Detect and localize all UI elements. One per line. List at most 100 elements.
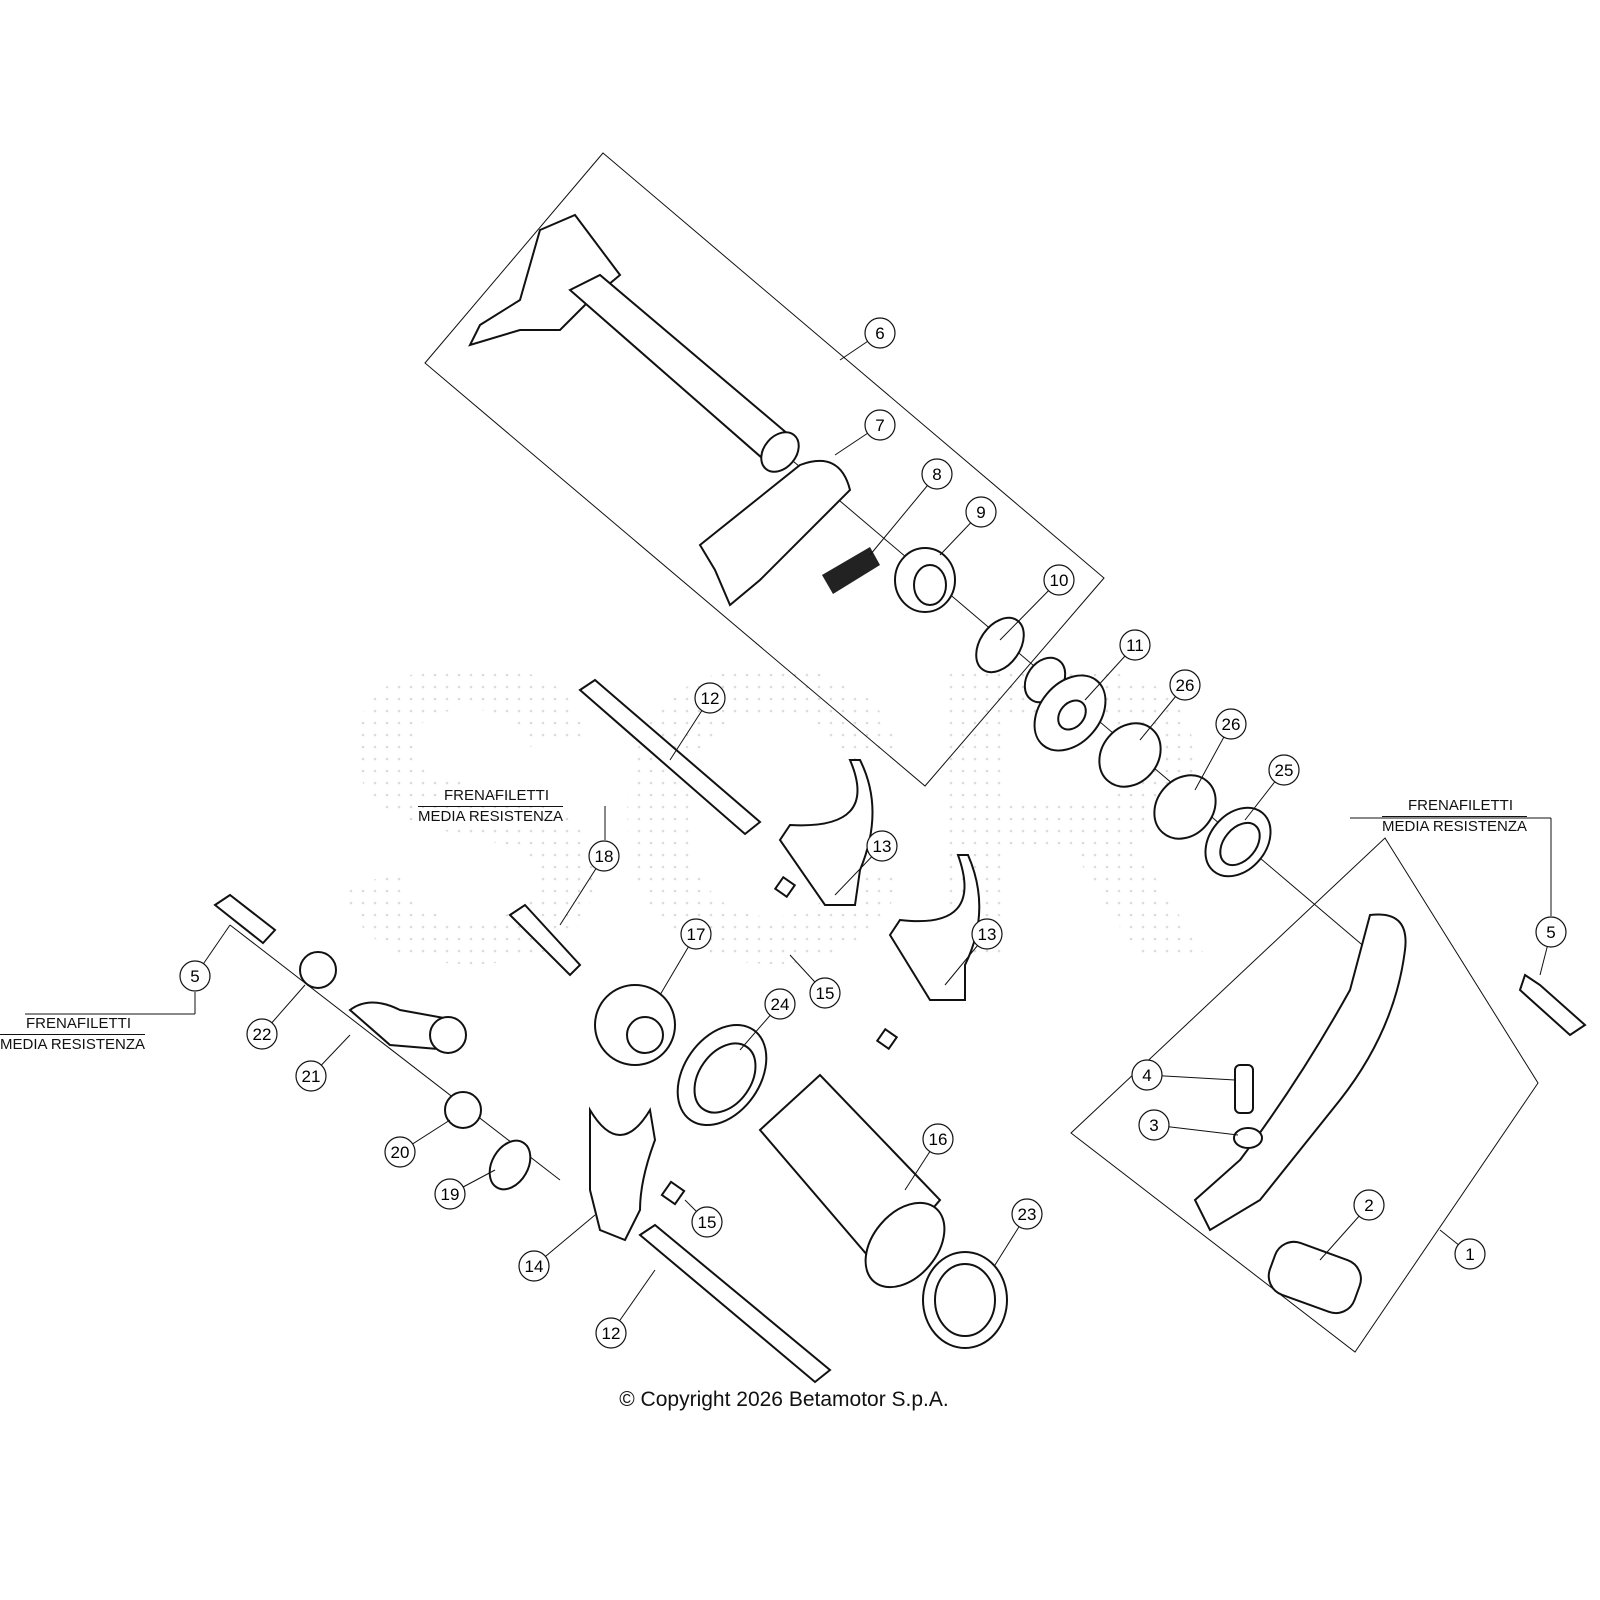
- callout-circle: [691, 1206, 723, 1238]
- callout-circle: [588, 840, 620, 872]
- note-line2: MEDIA RESISTENZA: [1382, 818, 1528, 835]
- callout-number: 13: [873, 837, 892, 856]
- callout-number: 20: [391, 1143, 410, 1162]
- callout-circle: [1169, 669, 1201, 701]
- callout-number: 4: [1142, 1066, 1151, 1085]
- callout-circle: [518, 1250, 550, 1282]
- callout-25: 25: [1244, 754, 1300, 821]
- callout-number: 11: [1126, 636, 1144, 655]
- spring-part: [822, 547, 880, 594]
- callout-13: 13: [944, 918, 1003, 986]
- callout-number: 5: [190, 967, 199, 986]
- pin-part: [1234, 1064, 1254, 1114]
- callout-circle: [965, 496, 997, 528]
- callout-14: 14: [518, 1214, 596, 1282]
- screw-part: [508, 903, 582, 977]
- callout-1: 1: [1439, 1229, 1486, 1270]
- callout-number: 1: [1465, 1245, 1474, 1264]
- callout-number: 21: [302, 1067, 321, 1086]
- callout-circle: [866, 830, 898, 862]
- callout-2: 2: [1319, 1189, 1385, 1261]
- callout-circle: [921, 458, 953, 490]
- callout-circle: [295, 1060, 327, 1092]
- note-line2: MEDIA RESISTENZA: [418, 808, 564, 825]
- callout-19: 19: [434, 1169, 496, 1210]
- callout-number: 16: [929, 1130, 948, 1149]
- callout-circle: [1353, 1189, 1385, 1221]
- callout-16: 16: [904, 1123, 954, 1191]
- callout-circle: [434, 1178, 466, 1210]
- callout-number: 8: [932, 465, 941, 484]
- svg-text:SCR: SCR: [330, 581, 1217, 1050]
- bolt-part: [213, 893, 277, 945]
- assembly-box-pedal: [1070, 837, 1539, 1353]
- return-spring-part: [975, 616, 1025, 674]
- note-line1: FRENAFILETTI: [418, 786, 564, 807]
- shift-shaft-part: [468, 213, 800, 473]
- callout-number: 25: [1275, 761, 1294, 780]
- callout-8: 8: [869, 458, 953, 556]
- callout-number: 18: [595, 847, 614, 866]
- callout-circle: [384, 1136, 416, 1168]
- callout-circle: [1138, 1109, 1170, 1141]
- callout-18: 18: [559, 840, 620, 926]
- callouts: 6789101126262512181313171524162315141252…: [25, 317, 1567, 1349]
- callout-11: 11: [1084, 629, 1151, 701]
- watermark: SCR: [330, 581, 1217, 1050]
- callout-number: 26: [1222, 715, 1241, 734]
- note-line1: FRENAFILETTI: [1382, 796, 1528, 817]
- callout-26: 26: [1139, 669, 1201, 741]
- fork-rod-part: [578, 678, 762, 836]
- callout-4: 4: [1131, 1059, 1236, 1091]
- callout-number: 15: [816, 984, 835, 1003]
- callout-number: 10: [1050, 571, 1069, 590]
- callout-5: 5: [1535, 916, 1567, 976]
- callout-26: 26: [1194, 708, 1247, 791]
- threadlock-note: FRENAFILETTI MEDIA RESISTENZA: [0, 1014, 146, 1055]
- bolt-part: [1518, 973, 1587, 1037]
- parts: [213, 213, 1587, 1384]
- callout-number: 14: [525, 1257, 544, 1276]
- callout-number: 15: [698, 1213, 717, 1232]
- callout-17: 17: [659, 918, 712, 996]
- callout-number: 19: [441, 1185, 460, 1204]
- callout-15: 15: [684, 1199, 723, 1238]
- callout-21: 21: [295, 1034, 351, 1092]
- needle-bearing-part: [1098, 722, 1162, 788]
- callout-number: 12: [701, 689, 720, 708]
- note-line2: MEDIA RESISTENZA: [0, 1036, 146, 1053]
- callout-circle: [1119, 629, 1151, 661]
- callout-12: 12: [595, 1269, 656, 1349]
- callout-circle: [595, 1317, 627, 1349]
- callout-number: 23: [1018, 1205, 1037, 1224]
- callout-circle: [1268, 754, 1300, 786]
- callout-number: 17: [687, 925, 706, 944]
- callout-number: 12: [602, 1324, 621, 1343]
- callout-7: 7: [834, 409, 896, 456]
- callout-circle: [864, 409, 896, 441]
- callout-number: 24: [771, 995, 790, 1014]
- callout-number: 6: [875, 324, 884, 343]
- callout-circle: [1454, 1238, 1486, 1270]
- note-line1: FRENAFILETTI: [0, 1014, 146, 1035]
- callout-circle: [809, 977, 841, 1009]
- callout-number: 13: [978, 925, 997, 944]
- pedal-tip-part: [1267, 1240, 1362, 1315]
- leader-line: [869, 473, 938, 556]
- callout-circle: [246, 1018, 278, 1050]
- o-ring-part: [1233, 1127, 1263, 1149]
- roller-part: [444, 1091, 482, 1129]
- callout-circle: [179, 960, 211, 992]
- callout-20: 20: [384, 1119, 451, 1168]
- callout-3: 3: [1138, 1109, 1239, 1141]
- shift-fork-part: [888, 854, 981, 1001]
- callout-22: 22: [246, 984, 306, 1050]
- callout-23: 23: [994, 1198, 1043, 1266]
- threadlock-note: FRENAFILETTI MEDIA RESISTENZA: [1382, 796, 1528, 837]
- copyright-text: © Copyright 2026 Betamotor S.p.A.: [619, 1388, 949, 1411]
- spring-part: [488, 1139, 532, 1191]
- callout-circle: [764, 988, 796, 1020]
- callout-15: 15: [789, 954, 841, 1009]
- callout-circle: [1215, 708, 1247, 740]
